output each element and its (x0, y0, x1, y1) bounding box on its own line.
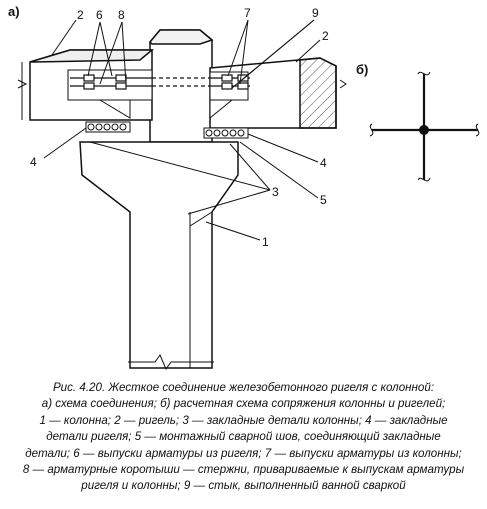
callout-labels: 2 6 8 7 9 2 4 4 3 5 1 (30, 6, 329, 249)
panel-b-label: б) (356, 62, 368, 77)
joint-figure: а) б) (8, 4, 480, 371)
column (79, 29, 239, 371)
caption-line: детали; 6 — выпуски арматуры из ригеля; … (25, 446, 462, 460)
leader-lines (43, 19, 321, 241)
caption-line: ригеля и колонны; 9 — стык, выполненный … (81, 479, 406, 493)
callout-6: 6 (96, 8, 103, 22)
callout-4-left: 4 (30, 155, 37, 169)
figure-caption: Рис. 4.20. Жесткое соединение железобето… (4, 380, 483, 495)
callout-1: 1 (262, 235, 269, 249)
callout-9: 9 (312, 6, 319, 20)
callout-4-right: 4 (320, 156, 327, 170)
rigid-node-icon (419, 125, 429, 135)
callout-2-right: 2 (322, 29, 329, 43)
callout-3: 3 (272, 185, 279, 199)
design-scheme (369, 71, 480, 182)
caption-line: детали ригеля; 5 — монтажный сварной шов… (46, 430, 441, 444)
callout-8: 8 (118, 8, 125, 22)
girder-embedded-plate-left (85, 121, 131, 133)
rebar-left (70, 74, 210, 90)
callout-7: 7 (244, 6, 251, 20)
callout-5: 5 (320, 193, 327, 207)
callout-2-left: 2 (77, 8, 84, 22)
caption-line: а) схема соединения; б) расчетная схема … (41, 397, 446, 411)
caption-line: 8 — арматурные коротыши — стержни, прива… (22, 463, 465, 477)
panel-a-label: а) (8, 4, 20, 19)
girder-embedded-plate-right (203, 127, 249, 139)
caption-line: 1 — колонна; 2 — ригель; 3 — закладные д… (39, 413, 448, 427)
caption-line: Рис. 4.20. Жесткое соединение железобето… (52, 381, 435, 394)
